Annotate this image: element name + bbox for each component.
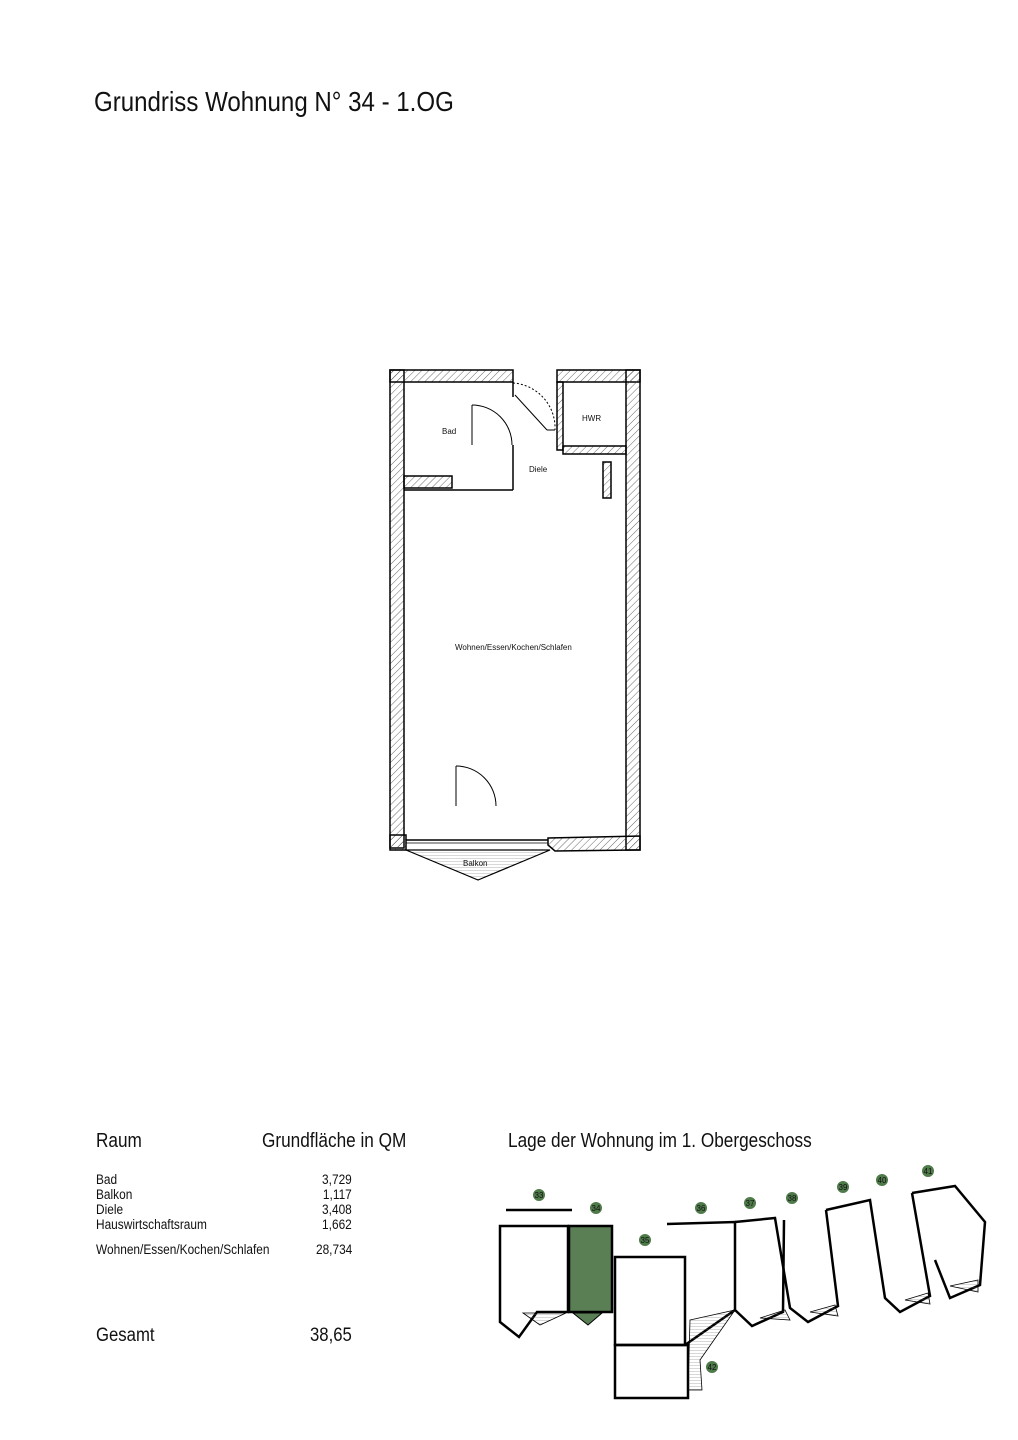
table-header-area: Grundfläche in QM [262,1130,407,1152]
unit-marker-42: 42 [706,1361,718,1373]
interior-walls [403,381,627,844]
total-label: Gesamt [96,1325,155,1346]
svg-text:33: 33 [535,1191,544,1200]
svg-text:38: 38 [788,1194,797,1203]
room-label-bad: Bad [442,427,457,436]
unit-marker-38: 38 [786,1192,798,1204]
unit-marker-41: 41 [922,1165,934,1177]
page-title: Grundriss Wohnung N° 34 - 1.OG [94,86,454,117]
room-name: Hauswirtschaftsraum [96,1217,207,1232]
outer-walls [389,369,641,852]
room-label-hwr: HWR [582,414,602,423]
unit-marker-33: 33 [533,1189,545,1201]
svg-text:36: 36 [697,1204,706,1213]
unit-marker-34: 34 [590,1202,602,1214]
balcony [405,849,551,881]
svg-text:37: 37 [746,1199,755,1208]
svg-text:40: 40 [878,1176,887,1185]
table-row: Diele 3,408 [96,1202,352,1218]
room-area: 3,408 [322,1202,352,1217]
room-name: Wohnen/Essen/Kochen/Schlafen [96,1242,270,1257]
table-header-room: Raum [96,1130,142,1152]
room-name: Balkon [96,1187,133,1202]
highlighted-unit-34 [567,1224,614,1314]
unit-marker-39: 39 [837,1181,849,1193]
room-name: Diele [96,1202,124,1217]
svg-text:34: 34 [592,1204,601,1213]
unit-marker-40: 40 [876,1174,888,1186]
svg-text:35: 35 [641,1236,650,1245]
room-area: 1,117 [323,1187,352,1202]
svg-text:41: 41 [924,1167,933,1176]
total-value: 38,65 [310,1325,352,1346]
room-area: 1,662 [322,1217,352,1232]
svg-text:39: 39 [839,1183,848,1192]
room-label-diele: Diele [529,465,548,474]
unit-marker-36: 36 [695,1202,707,1214]
table-row: Balkon 1,117 [96,1187,352,1203]
room-label-wohnen: Wohnen/Essen/Kochen/Schlafen [455,643,572,652]
svg-text:42: 42 [708,1363,717,1372]
room-area: 28,734 [315,1242,352,1257]
room-label-balkon: Balkon [463,859,488,868]
room-area: 3,729 [322,1172,352,1187]
room-name: Bad [96,1172,118,1187]
doors [455,382,556,807]
unit-marker-35: 35 [639,1234,651,1246]
unit-marker-37: 37 [744,1197,756,1209]
table-row: Hauswirtschaftsraum 1,662 [96,1217,352,1233]
keyplan-title: Lage der Wohnung im 1. Obergeschoss [508,1130,812,1152]
table-row: Bad 3,729 [96,1172,352,1188]
table-row: Wohnen/Essen/Kochen/Schlafen 28,734 [96,1242,352,1258]
